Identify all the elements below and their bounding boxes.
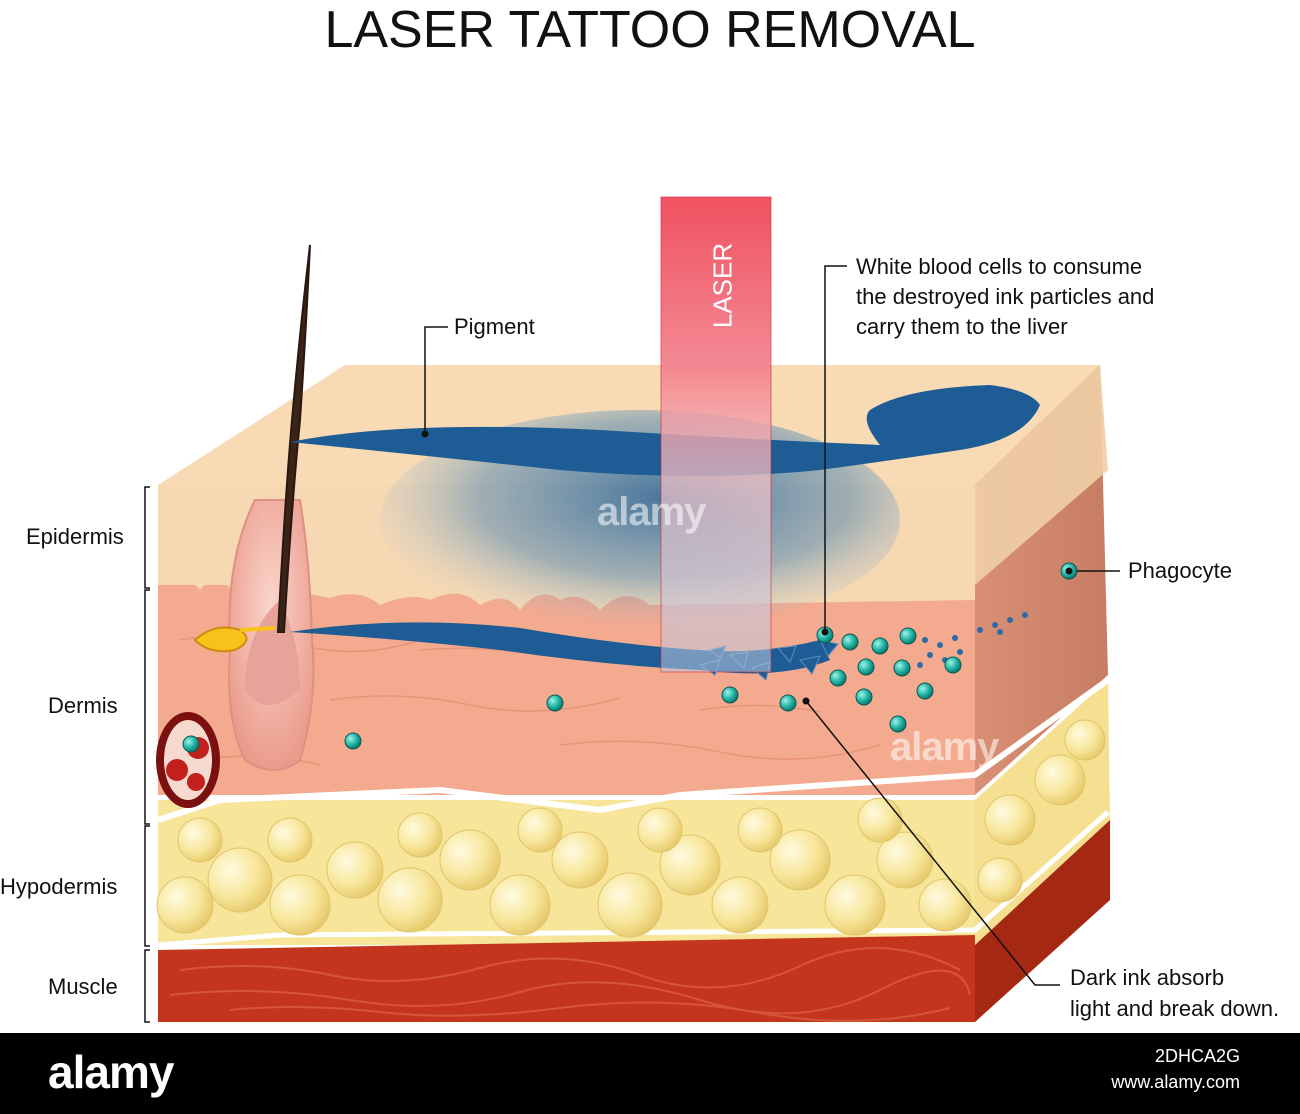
dark-ink-label-line1: Dark ink absorb bbox=[1070, 965, 1225, 990]
phagocyte-label: Phagocyte bbox=[1128, 558, 1232, 583]
muscle-right-face bbox=[975, 820, 1110, 1022]
watermark-logo: alamy bbox=[890, 725, 999, 769]
dark-ink-leader bbox=[805, 700, 1060, 986]
hair-shaft bbox=[276, 244, 311, 633]
pigment-upper bbox=[290, 385, 1040, 476]
dark-ink-label-line2: light and break down. bbox=[1070, 996, 1280, 1021]
muscle-front bbox=[158, 935, 975, 1022]
layer-dermis: Dermis bbox=[48, 693, 118, 718]
fat-cells bbox=[156, 719, 1106, 938]
watermark-logo: alamy bbox=[597, 490, 706, 534]
laser-beam bbox=[661, 197, 771, 672]
page-title: LASER TATTOO REMOVAL bbox=[324, 1, 976, 59]
wbc-leader bbox=[824, 265, 847, 632]
layer-hypodermis: Hypodermis bbox=[0, 874, 118, 899]
site-url: www.alamy.com bbox=[1111, 1072, 1240, 1092]
footer-id: 2DHCA2G www.alamy.com bbox=[1111, 1043, 1240, 1095]
wbc-label-line3: carry them to the liver bbox=[856, 314, 1068, 339]
hair-follicle bbox=[193, 244, 315, 771]
footer-logo: alamy bbox=[48, 1046, 174, 1098]
laser-label: LASER bbox=[707, 242, 738, 329]
pigment-leader bbox=[424, 326, 448, 434]
stock-footer: alamy 2DHCA2G www.alamy.com bbox=[0, 1033, 1300, 1114]
layer-epidermis: Epidermis bbox=[26, 524, 124, 549]
blood-vessel bbox=[156, 712, 220, 808]
ink-dots bbox=[917, 612, 1028, 668]
pigment-label: Pigment bbox=[454, 314, 535, 339]
wbc-label-line2: the destroyed ink particles and bbox=[856, 284, 1155, 309]
wbc-label-line1: White blood cells to consume bbox=[856, 254, 1143, 279]
layer-muscle: Muscle bbox=[48, 974, 118, 999]
image-id: 2DHCA2G bbox=[1154, 1046, 1240, 1066]
